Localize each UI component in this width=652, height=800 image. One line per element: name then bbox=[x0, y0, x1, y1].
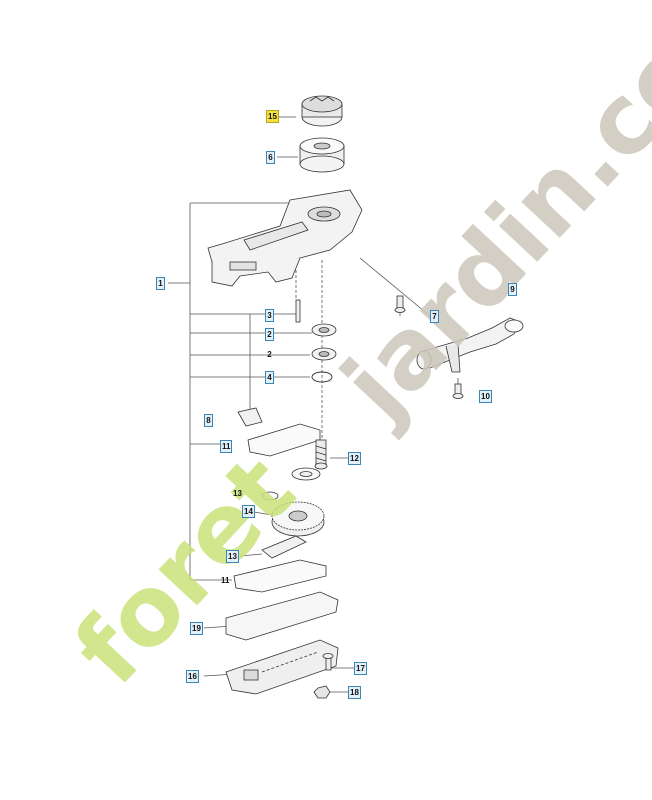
callout-3: 3 bbox=[265, 309, 274, 322]
callout-2-lower: 2 bbox=[267, 350, 272, 359]
callout-10: 10 bbox=[479, 390, 492, 403]
callout-2-upper: 2 bbox=[265, 328, 274, 341]
callout-17: 17 bbox=[354, 662, 367, 675]
part-gasket-lower bbox=[233, 559, 327, 593]
leader-line bbox=[239, 553, 263, 557]
callout-9: 9 bbox=[508, 283, 517, 296]
part-clip bbox=[237, 407, 263, 427]
callout-18: 18 bbox=[348, 686, 361, 699]
part-nut-18 bbox=[313, 685, 331, 699]
part-drive-disc bbox=[301, 95, 343, 127]
callout-12: 12 bbox=[348, 452, 361, 465]
part-cover-plate bbox=[225, 591, 339, 641]
part-pinion bbox=[314, 439, 328, 470]
part-screw-17 bbox=[322, 653, 334, 671]
callout-16: 16 bbox=[186, 670, 199, 683]
part-pin bbox=[295, 299, 301, 323]
callout-6: 6 bbox=[266, 151, 275, 164]
callout-19: 19 bbox=[190, 622, 203, 635]
part-clutch-drum bbox=[299, 137, 345, 173]
part-gear-assembly bbox=[261, 467, 325, 537]
callout-4: 4 bbox=[265, 371, 274, 384]
callout-11-lower: 11 bbox=[221, 576, 230, 585]
callout-13-lower: 13 bbox=[226, 550, 239, 563]
callout-1: 1 bbox=[156, 277, 165, 290]
callout-15: 15 bbox=[266, 110, 279, 123]
part-handle bbox=[416, 317, 524, 373]
leader-line bbox=[359, 257, 431, 317]
part-bearings bbox=[311, 323, 337, 361]
part-screw-10 bbox=[452, 383, 464, 399]
part-gear-housing bbox=[207, 189, 363, 287]
callout-7: 7 bbox=[430, 310, 439, 323]
part-screw-7 bbox=[394, 295, 406, 313]
callout-14: 14 bbox=[242, 505, 255, 518]
callout-13-upper: 13 bbox=[233, 489, 242, 498]
part-retaining-ring bbox=[311, 371, 333, 383]
part-gear-cover bbox=[225, 639, 339, 695]
part-gasket-upper bbox=[247, 423, 321, 457]
callout-11-upper: 11 bbox=[220, 440, 233, 453]
callout-8: 8 bbox=[204, 414, 213, 427]
part-connecting-rod bbox=[261, 535, 307, 559]
